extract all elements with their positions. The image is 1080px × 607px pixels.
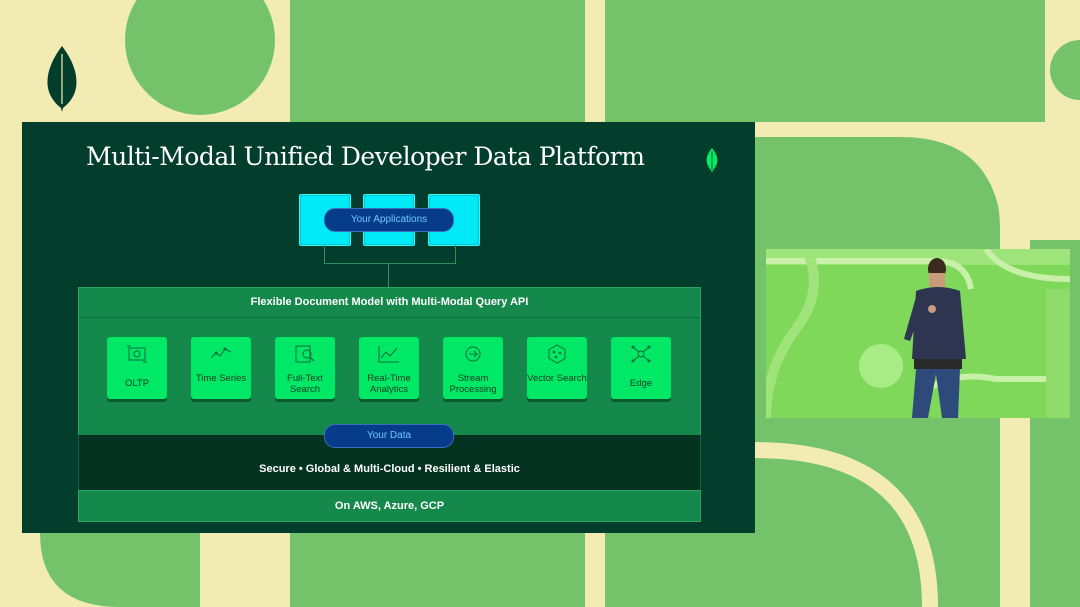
connector-line [324,245,456,264]
your-data-badge: Your Data [324,424,454,448]
oltp-icon [127,345,147,363]
card-label: Edge [629,378,653,389]
card-time-series: Time Series [191,337,251,399]
clouds-bar: On AWS, Azure, GCP [78,490,701,522]
time-series-icon [210,347,232,359]
mongodb-leaf-icon [47,46,77,112]
speaker-video [766,249,1070,418]
card-real-time-analytics: Real-Time Analytics [359,337,419,399]
connector-line [388,263,389,287]
speaker-video-frame [766,249,1070,418]
card-label: Stream Processing [449,373,497,395]
query-api-panel: Flexible Document Model with Multi-Modal… [78,287,701,437]
card-label: Full-Text Search [287,373,323,395]
mongodb-leaf-icon [706,148,718,173]
card-label: Time Series [195,373,247,384]
capabilities-text: Secure • Global & Multi-Cloud • Resilien… [259,463,520,475]
full-text-search-icon [295,345,315,363]
card-stream-processing: Stream Processing [443,337,503,399]
card-edge: Edge [611,337,671,399]
card-full-text-search: Full-Text Search [275,337,335,399]
slide-title: Multi-Modal Unified Developer Data Platf… [86,142,645,171]
card-oltp: OLTP [107,337,167,399]
edge-icon [631,345,651,363]
real-time-analytics-icon [378,346,399,363]
panel-header: Flexible Document Model with Multi-Modal… [79,288,700,318]
card-label: OLTP [124,378,150,389]
card-vector-search: Vector Search [527,337,587,399]
card-label: Vector Search [527,373,587,384]
your-applications-badge: Your Applications [324,208,454,232]
card-label: Real-Time Analytics [367,373,411,395]
stream-processing-icon [465,346,481,362]
presentation-slide: Multi-Modal Unified Developer Data Platf… [22,122,755,533]
vector-search-icon [548,344,566,364]
